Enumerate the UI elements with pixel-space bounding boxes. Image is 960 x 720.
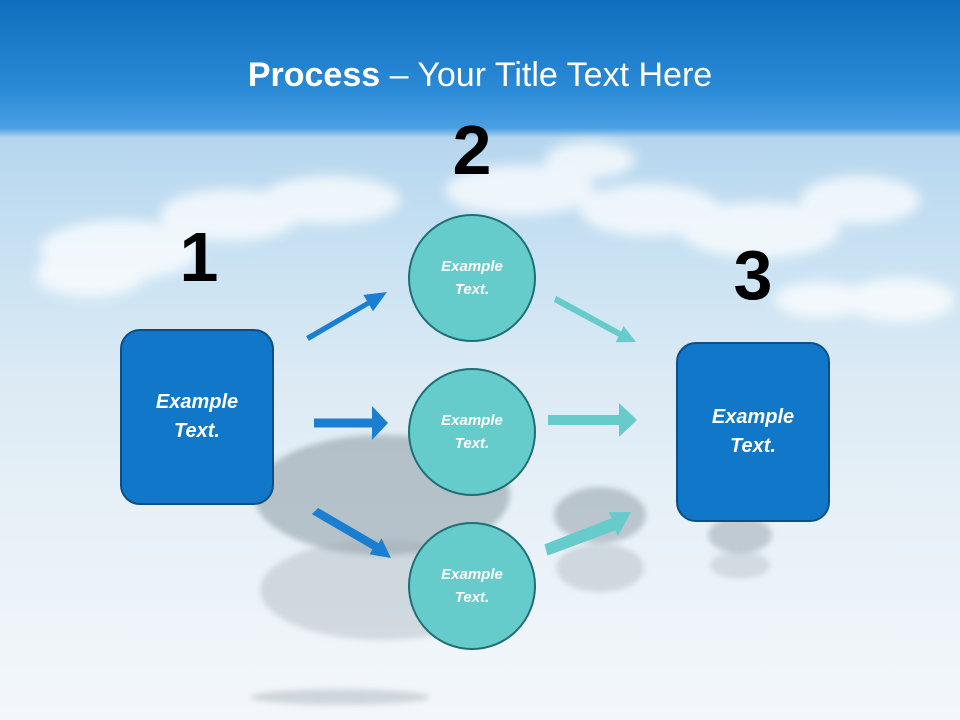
- title-rest: – Your Title Text Here: [380, 56, 713, 94]
- step-number-1: 1: [179, 218, 219, 296]
- arrow-node-bottom-to-box3: [544, 512, 631, 556]
- step-1-box: Example Text.: [120, 329, 274, 505]
- process-node-top: Example Text.: [408, 214, 536, 342]
- process-node-top-text: Example Text.: [441, 258, 503, 298]
- arrow-node-top-to-box3: [553, 295, 636, 343]
- process-node-middle: Example Text.: [408, 368, 536, 496]
- process-node-bottom-text: Example Text.: [441, 566, 503, 606]
- arrow-box1-to-node-top: [306, 292, 387, 341]
- step-1-text: Example Text.: [155, 391, 239, 442]
- step-number-2: 2: [452, 111, 492, 189]
- process-node-bottom: Example Text.: [408, 522, 536, 650]
- arrow-node-middle-to-box3: [548, 403, 637, 437]
- title-bold: Process: [247, 56, 381, 94]
- step-3-box: Example Text.: [676, 342, 830, 522]
- arrow-box1-to-node-bottom: [311, 508, 391, 558]
- step-number-3: 3: [733, 236, 773, 314]
- clouds: [35, 142, 955, 322]
- process-node-middle-text: Example Text.: [441, 412, 503, 452]
- arrow-box1-to-node-middle: [314, 406, 388, 440]
- step-3-text: Example Text.: [711, 406, 795, 457]
- page-title: Process – Your Title Text Here: [0, 54, 960, 96]
